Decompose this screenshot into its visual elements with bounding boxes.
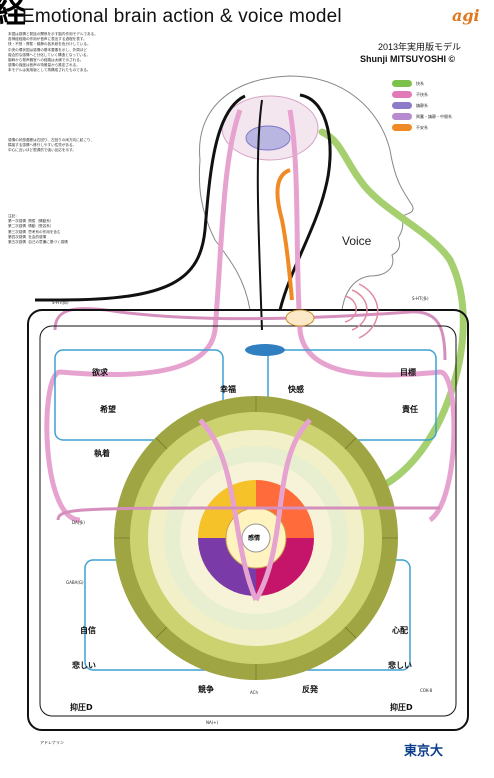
small-label: NA(+)	[206, 720, 218, 725]
small-label: アドレナリン	[40, 740, 64, 746]
small-label: S-HT(抑)	[52, 300, 69, 306]
label-goal: 目標	[400, 367, 416, 378]
label-center: 感情	[248, 533, 260, 542]
label-hope: 希望	[100, 404, 116, 415]
small-label: ACh	[250, 690, 258, 695]
label-desire: 欲求	[92, 367, 108, 378]
small-label: COK-8	[420, 688, 432, 693]
label-confidence: 自信	[80, 625, 96, 636]
label-worry: 心配	[392, 625, 408, 636]
small-label: S-HT(多)	[412, 296, 429, 302]
university-logo: 東京大	[404, 740, 443, 759]
label-suppression-left: 抑圧D	[70, 702, 93, 713]
label-pleasure: 快感	[288, 384, 304, 395]
label-happiness: 幸福	[220, 384, 236, 395]
label-adhesion: 執着	[94, 448, 110, 459]
black-pathway	[35, 96, 245, 300]
label-rebellion: 反発	[302, 684, 318, 695]
label-responsibility: 責任	[402, 404, 418, 415]
small-label: GABA(G)	[66, 580, 84, 585]
small-label: DA(多)	[72, 520, 85, 526]
voice-label: Voice	[342, 234, 371, 248]
brain-core	[246, 126, 290, 150]
label-sad-right: 悲しい	[388, 660, 412, 671]
label-suppression-right: 抑圧D	[390, 702, 413, 713]
blue-node	[245, 344, 285, 356]
label-competition: 競争	[198, 684, 214, 695]
larynx	[286, 310, 314, 326]
label-sad-left: 悲しい	[72, 660, 96, 671]
orange-pathway	[277, 170, 292, 300]
